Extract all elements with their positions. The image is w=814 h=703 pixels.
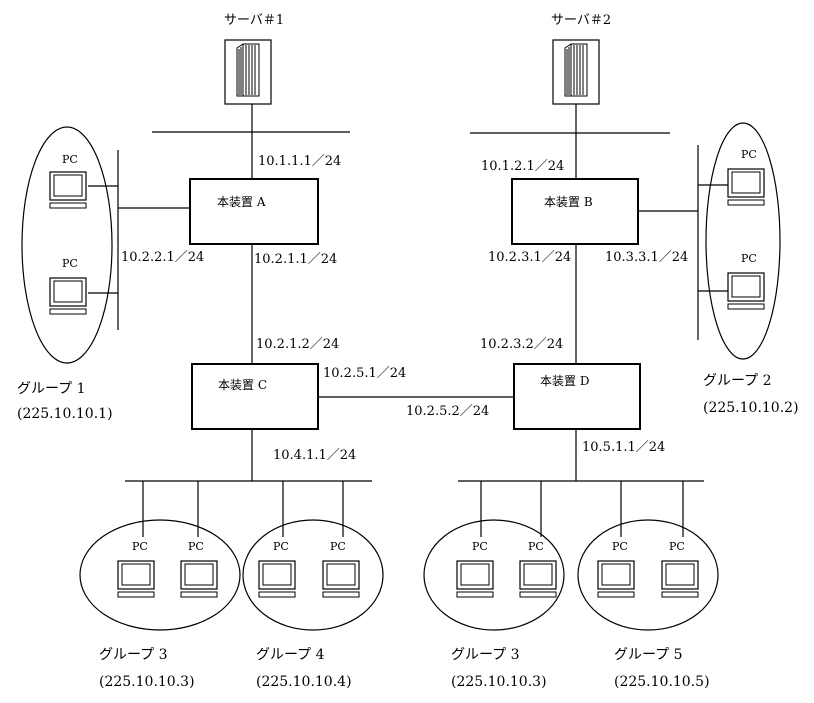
address-b-bottom: 10.2.3.1／24	[488, 250, 571, 265]
pc-label: PC	[330, 540, 346, 553]
pc-icon	[727, 168, 765, 206]
group-2-ellipse	[705, 122, 781, 360]
pc-label: PC	[472, 540, 488, 553]
group-3a-ellipse	[79, 519, 241, 631]
pc-icon	[49, 277, 87, 315]
group-5-name: グループ 5	[614, 647, 683, 663]
pc-label: PC	[741, 148, 757, 161]
pc-icon	[180, 560, 218, 598]
device-a-label: 本装置 A	[217, 195, 266, 209]
pc-icon	[456, 560, 494, 598]
device-a-box	[189, 178, 319, 245]
address-a-left: 10.2.2.1／24	[121, 250, 204, 265]
pc-label: PC	[62, 153, 78, 166]
address-b-right: 10.3.3.1／24	[605, 250, 688, 265]
device-d-box	[513, 363, 641, 430]
device-c-label: 本装置 C	[218, 378, 267, 392]
pc-label: PC	[188, 540, 204, 553]
address-c-top: 10.2.1.2／24	[256, 337, 339, 352]
group-2-name: グループ 2	[703, 373, 772, 389]
group-3a-address: (225.10.10.3)	[99, 674, 195, 690]
pc-label: PC	[612, 540, 628, 553]
device-d-label: 本装置 D	[540, 374, 589, 388]
group-1-name: グループ 1	[17, 381, 86, 397]
address-d-left: 10.2.5.2／24	[406, 404, 489, 419]
device-c-box	[191, 363, 319, 430]
group-4-name: グループ 4	[256, 647, 325, 663]
device-b-label: 本装置 B	[544, 195, 593, 209]
pc-label: PC	[528, 540, 544, 553]
pc-icon	[727, 272, 765, 310]
pc-icon	[258, 560, 296, 598]
server-2-icon	[552, 39, 600, 105]
pc-label: PC	[273, 540, 289, 553]
pc-icon	[117, 560, 155, 598]
group-3a-name: グループ 3	[99, 647, 168, 663]
device-b-box	[511, 178, 639, 245]
group-3b-name: グループ 3	[451, 647, 520, 663]
server-2-label: サーバ＃2	[551, 13, 611, 28]
address-a-top: 10.1.1.1／24	[258, 154, 341, 169]
pc-icon	[597, 560, 635, 598]
address-d-bottom: 10.5.1.1／24	[582, 440, 665, 455]
address-a-bottom: 10.2.1.1／24	[254, 252, 337, 267]
address-c-bottom: 10.4.1.1／24	[273, 448, 356, 463]
pc-label: PC	[62, 257, 78, 270]
server-1-icon	[224, 39, 272, 105]
server-1-label: サーバ＃1	[224, 13, 284, 28]
pc-label: PC	[741, 252, 757, 265]
group-4-address: (225.10.10.4)	[256, 674, 352, 690]
pc-label: PC	[132, 540, 148, 553]
pc-icon	[661, 560, 699, 598]
group-2-address: (225.10.10.2)	[703, 400, 799, 416]
address-b-top: 10.1.2.1／24	[481, 159, 564, 174]
address-c-right: 10.2.5.1／24	[323, 366, 406, 381]
group-5-address: (225.10.10.5)	[614, 674, 710, 690]
address-d-top: 10.2.3.2／24	[480, 337, 563, 352]
group-5-ellipse	[577, 519, 719, 631]
group-4-ellipse	[242, 519, 384, 631]
pc-icon	[322, 560, 360, 598]
pc-label: PC	[669, 540, 685, 553]
pc-icon	[519, 560, 557, 598]
group-3b-ellipse	[423, 519, 565, 631]
group-1-address: (225.10.10.1)	[17, 406, 113, 422]
group-1-ellipse	[21, 126, 113, 364]
pc-icon	[49, 171, 87, 209]
group-3b-address: (225.10.10.3)	[451, 674, 547, 690]
